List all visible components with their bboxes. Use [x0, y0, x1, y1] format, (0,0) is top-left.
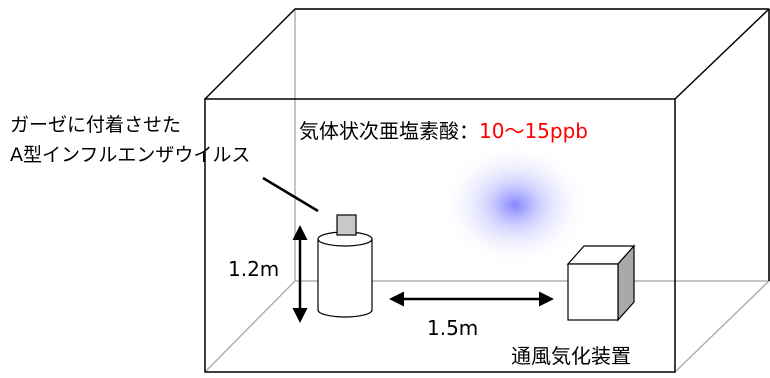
sample-cylinder — [317, 231, 373, 318]
gas-concentration: 10～15ppb — [479, 119, 588, 143]
gas-name: 気体状次亜塩素酸： — [299, 119, 479, 143]
floor-back-left-edge — [204, 280, 296, 373]
distance-label: 1.5m — [427, 316, 479, 340]
room-top-right-edge — [674, 8, 770, 100]
device-label: 通風気化装置 — [511, 344, 631, 368]
room-top-left-edge — [204, 8, 296, 100]
gauze-cap — [336, 214, 357, 236]
gas-label: 気体状次亜塩素酸：10～15ppb — [299, 121, 588, 141]
virus-pointer-line — [262, 176, 319, 213]
virus-label-line2: A型インフルエンザウイルス — [10, 144, 251, 166]
room-front-frame — [204, 98, 676, 373]
gas-cloud — [440, 143, 590, 267]
vaporizer-device — [566, 244, 636, 322]
height-label: 1.2m — [228, 257, 280, 281]
floor-back-right-edge — [674, 280, 770, 373]
virus-label-line1: ガーゼに付着させた — [10, 114, 182, 136]
